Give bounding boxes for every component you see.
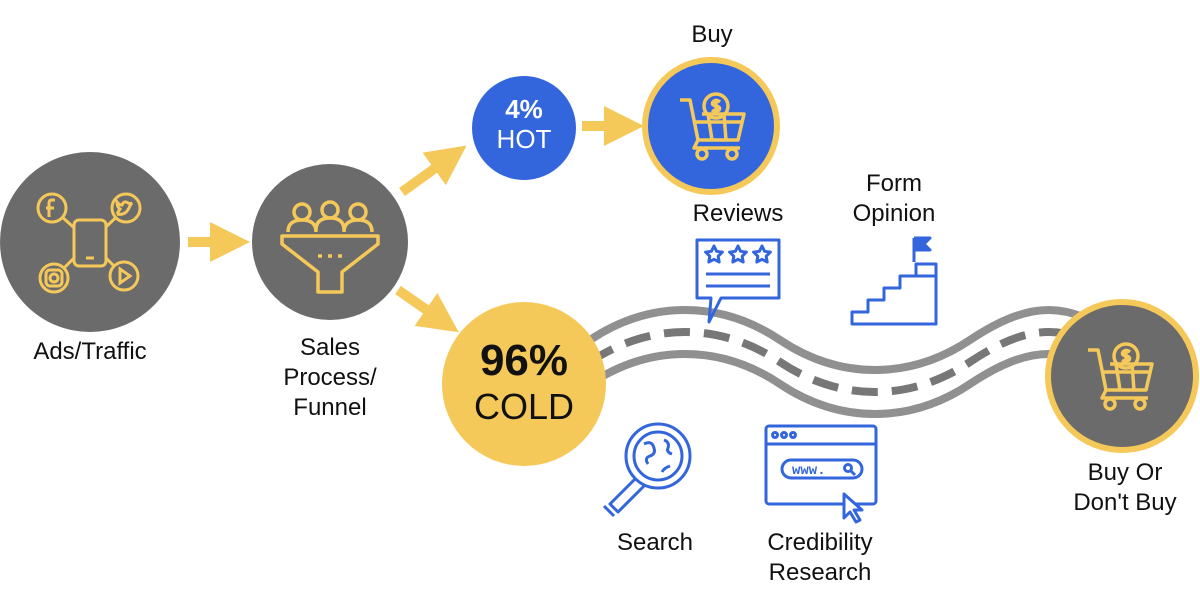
shopping-cart-dollar-icon bbox=[680, 92, 746, 161]
smartphone-icon bbox=[72, 218, 108, 268]
globe-magnifier-icon bbox=[602, 422, 692, 518]
ads-traffic-label: Ads/Traffic bbox=[33, 338, 147, 365]
browser-www-cursor-icon bbox=[764, 424, 878, 524]
social-network-icon bbox=[36, 192, 142, 294]
arrows bbox=[188, 106, 644, 333]
decision-circle bbox=[1045, 299, 1199, 453]
cold-label: COLD bbox=[473, 386, 575, 427]
road-center-line bbox=[587, 328, 1123, 396]
form-opinion-label: Form Opinion bbox=[852, 170, 936, 227]
stairs-flag-icon bbox=[850, 236, 938, 326]
road-top-edge bbox=[587, 306, 1123, 374]
buy-label: Buy bbox=[691, 21, 733, 48]
funnel-people-icon bbox=[280, 200, 380, 294]
shopping-cart-dollar-icon-2 bbox=[1088, 342, 1154, 411]
instagram-icon bbox=[38, 262, 70, 294]
youtube-icon bbox=[108, 260, 140, 292]
arrow-funnel-to-hot bbox=[399, 145, 467, 197]
review-stars-speech-bubble-icon bbox=[695, 238, 781, 324]
buy-or-dont-buy-label: Buy Or Don't Buy bbox=[1073, 459, 1177, 516]
sales-funnel-label: Sales Process/ Funnel bbox=[283, 334, 377, 421]
cold-circle bbox=[442, 302, 606, 466]
cold-percent: 96% bbox=[479, 336, 569, 385]
search-label: Search bbox=[616, 529, 694, 556]
sales-funnel-node bbox=[252, 164, 408, 320]
browser-url-text: www. bbox=[792, 463, 826, 479]
sales-funnel-circle bbox=[252, 164, 408, 320]
ads-traffic-node bbox=[0, 152, 180, 332]
road-bottom-edge bbox=[587, 350, 1123, 418]
road bbox=[587, 306, 1123, 418]
arrow-funnel-to-cold bbox=[395, 285, 459, 333]
buy-node bbox=[642, 57, 780, 195]
buy-or-dont-buy-node bbox=[1045, 299, 1199, 453]
hot-label: HOT bbox=[496, 124, 552, 154]
reviews-label: Reviews bbox=[692, 200, 784, 227]
hot-percent: 4% bbox=[505, 94, 543, 124]
credibility-research-label: Credibility Research bbox=[767, 529, 873, 586]
hot-circle bbox=[472, 76, 576, 180]
